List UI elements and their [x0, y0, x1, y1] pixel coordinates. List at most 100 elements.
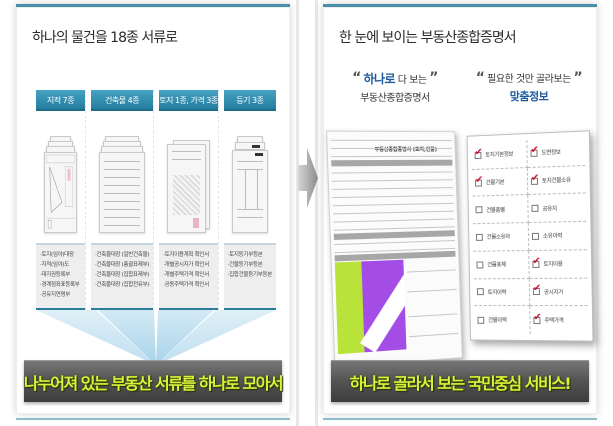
list-item: ·건물등기부등본	[227, 262, 263, 268]
checklist-label: 공시지가	[543, 289, 564, 296]
checklist-item[interactable]: 건물소유자	[472, 223, 530, 252]
list-item: ·공유지연명부	[40, 292, 71, 298]
document-illustration	[91, 111, 153, 239]
quote-text: 다 보는	[395, 75, 427, 86]
land-map-image	[334, 259, 407, 355]
list-item: ·건축물대장 (집합표제부)	[94, 272, 150, 278]
quote-custom-info: “ 필요한 것만 골라보는 ” 맞춤정보	[471, 70, 587, 104]
checkbox-checked-icon[interactable]	[533, 316, 541, 324]
column-header: 건축물 4종	[90, 90, 154, 111]
list-item: ·건축물대장 (집합전유부)	[94, 282, 150, 288]
document-list: ·토지등기부등본 ·건물등기부등본 ·집합건물등기부등본	[223, 243, 276, 310]
checklist-item[interactable]: 도면정보	[527, 137, 586, 168]
checklist-label: 건물기본	[485, 179, 505, 187]
document-columns: 지적 7종	[36, 90, 276, 310]
flow-arrow	[294, 0, 320, 426]
list-item: ·개별주택가격 확인서	[163, 272, 209, 278]
checkbox-empty-icon[interactable]	[475, 206, 483, 214]
column-building: 건축물 4종 ·건축물대장 (일반건축물) ·건축	[90, 90, 155, 310]
checkbox-empty-icon[interactable]	[475, 233, 483, 241]
checkbox-empty-icon[interactable]	[477, 316, 485, 324]
converging-rays-graphic	[36, 310, 276, 365]
right-panel-title: 한 눈에 보이는 부동산종합증명서	[339, 30, 517, 46]
close-quote: ”	[573, 70, 583, 86]
list-item: ·토지이용계획 확인서	[163, 252, 209, 258]
checklist-item[interactable]: 공시지가	[529, 278, 588, 307]
left-banner-text: 나누어져 있는 부동산 서류를 하나로 모아서	[23, 373, 284, 393]
chevron-right-arrow-icon	[298, 148, 318, 208]
certificate-document-illustration: 부동산종합증명서 (토지,건물)	[325, 130, 463, 368]
checklist-item[interactable]: 주택가격	[530, 306, 588, 334]
column-header: 지적 7종	[36, 90, 85, 111]
list-item: ·공동주택가격 확인서	[163, 282, 209, 288]
checklist-label: 토지기본정보	[485, 151, 514, 160]
checklist-item[interactable]: 토지이력	[473, 278, 531, 307]
checklist-item[interactable]: 공유지	[528, 193, 587, 224]
list-item: ·토지등기부등본	[227, 252, 263, 258]
checkbox-checked-icon[interactable]	[530, 149, 538, 157]
quote-text: 필요한 것만 골라보는	[484, 74, 571, 85]
document-list: ·토지이용계획 확인서 ·개별공시지가 확인서 ·개별주택가격 확인서 ·공동주…	[159, 243, 218, 310]
checklist-item[interactable]: 토지건물소유	[527, 165, 586, 196]
checklist-label: 건물이력	[488, 317, 507, 325]
checklist-label: 건물소유자	[486, 234, 511, 242]
list-item: ·건축물대장 (총괄표제부)	[94, 262, 150, 268]
checklist-label: 도면정보	[541, 150, 561, 157]
list-item: ·대지권등록부	[40, 272, 71, 278]
document-list: ·건축물대장 (일반건축물) ·건축물대장 (총괄표제부) ·건축물대장 (집합…	[90, 243, 154, 310]
cadastral-map-icon	[46, 154, 75, 229]
column-header: 등기 3종	[223, 90, 276, 111]
checklist-item[interactable]: 건물기본	[471, 167, 529, 198]
quote-subtitle: 부동산종합증명서	[360, 93, 430, 104]
checkbox-checked-icon[interactable]	[532, 260, 540, 268]
quote-all-in-one: “ 하나로 다 보는 ” 부동산종합증명서	[345, 70, 445, 104]
document-list: ·토지(임야)대장 ·지적(임야)도 ·대지권등록부 ·경계점좌표등록부 ·공유…	[36, 243, 85, 310]
checkbox-checked-icon[interactable]	[475, 179, 482, 187]
open-quote: “	[475, 70, 485, 86]
checklist-label: 건물표제	[487, 262, 506, 269]
column-land-price: 토지 1종, 가격 3종 ·토지이용계획 확인서 ·개별공시지가 확인서 ·개별…	[159, 90, 219, 310]
document-illustration	[159, 111, 218, 239]
right-banner: 하나로 골라서 보는 국민중심 서비스!	[331, 360, 589, 402]
left-panel-title: 하나의 물건을 18종 서류로	[32, 30, 178, 46]
list-item: ·집합건물등기부등본	[227, 272, 273, 278]
right-banner-text: 하나로 골라서 보는 국민중심 서비스!	[349, 373, 572, 393]
checklist-item[interactable]: 토지이용	[529, 250, 588, 279]
open-quote: “	[352, 70, 361, 86]
checklist-label: 토지건물소유	[541, 177, 571, 185]
checklist-item[interactable]: 건물층별	[472, 195, 529, 225]
right-panel: 한 눈에 보이는 부동산종합증명서 “ 하나로 다 보는 ” 부동산종합증명서 …	[323, 4, 597, 420]
column-header: 토지 1종, 가격 3종	[159, 90, 218, 111]
checklist-label: 주택가격	[544, 318, 564, 325]
checklist-item[interactable]: 건물이력	[474, 306, 531, 335]
highlight-text: 하나로	[363, 72, 396, 86]
checkbox-empty-icon[interactable]	[531, 205, 539, 213]
checkbox-checked-icon[interactable]	[532, 288, 540, 296]
custom-info-checklist: 토지기본정보 도면정보 건물기본 토지건물소유 건물층별 공유지 건물소유자 소…	[466, 130, 594, 342]
list-item: ·지적(임야)도	[40, 262, 69, 268]
list-item: ·경계점좌표등록부	[40, 282, 80, 288]
column-cadastral: 지적 7종	[36, 90, 86, 310]
close-quote: ”	[429, 70, 438, 86]
checklist-label: 건물층별	[486, 207, 505, 214]
checklist-item[interactable]: 건물표제	[473, 250, 530, 279]
quote-subtitle-highlight: 맞춤정보	[509, 90, 549, 103]
checkbox-checked-icon[interactable]	[530, 177, 539, 185]
list-item: ·토지(임야)대장	[40, 252, 74, 258]
checklist-label: 토지이용	[543, 261, 563, 269]
checkbox-empty-icon[interactable]	[531, 232, 540, 240]
checklist-label: 소유이력	[542, 233, 563, 241]
checkbox-checked-icon[interactable]	[474, 151, 482, 159]
left-banner: 나누어져 있는 부동산 서류를 하나로 모아서	[23, 360, 284, 402]
checklist-item[interactable]: 소유이력	[528, 221, 587, 251]
document-illustration	[224, 111, 276, 239]
column-registry: 등기 3종 ·토지등기부등본 ·건물등기부등본 ·집합건	[223, 90, 276, 310]
checklist-label: 공유지	[542, 206, 557, 213]
list-item: ·건축물대장 (일반건축물)	[94, 252, 150, 258]
checkbox-empty-icon[interactable]	[476, 288, 484, 296]
list-item: ·개별공시지가 확인서	[163, 262, 209, 268]
checklist-label: 토지이력	[487, 290, 507, 297]
left-panel: 하나의 물건을 18종 서류로 지적 7종	[16, 4, 290, 420]
checkbox-empty-icon[interactable]	[476, 261, 484, 269]
checklist-item[interactable]: 토지기본정보	[471, 140, 528, 170]
